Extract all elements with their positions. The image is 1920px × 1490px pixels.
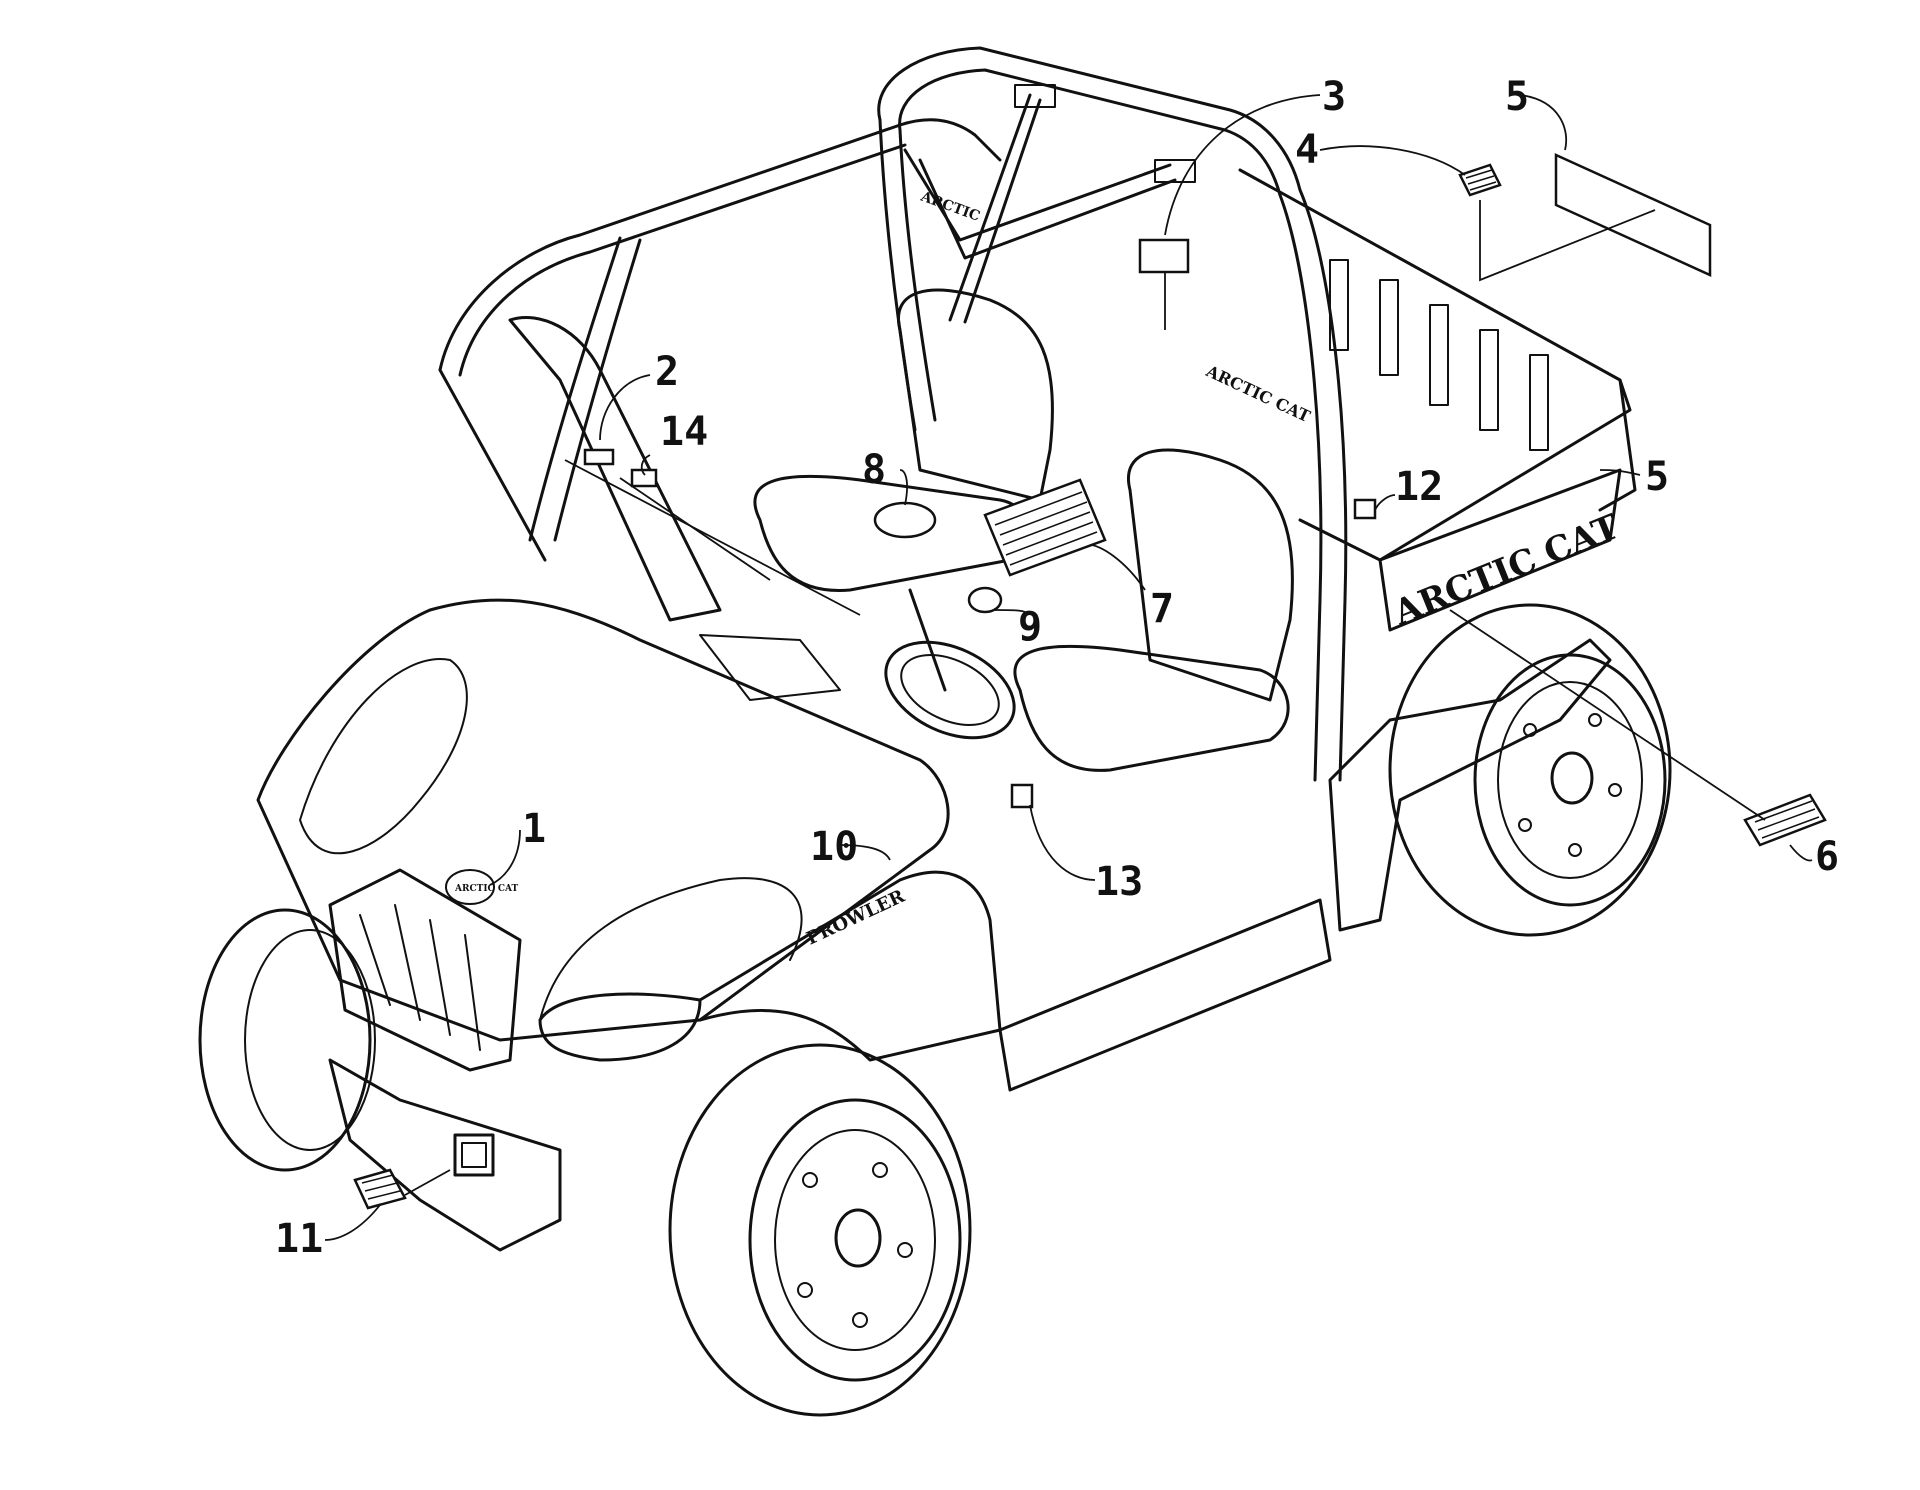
model-name-text: PROWLER (803, 885, 909, 949)
callout-3: 3 (1322, 74, 1346, 120)
steering-wheel (884, 588, 1016, 740)
console-warning-label (983, 478, 1107, 577)
callout-numbers: 1 2 3 4 5 5 6 7 8 9 10 11 12 13 14 (275, 74, 1839, 1262)
svg-text:ARCTIC CAT: ARCTIC CAT (454, 884, 518, 894)
decal-3 (1138, 238, 1190, 274)
callout-8: 8 (862, 447, 886, 493)
bed-brand-text: ARCTIC CAT (1387, 507, 1624, 634)
front-grille (328, 868, 522, 1072)
decal-9 (967, 586, 1003, 614)
hood (256, 598, 950, 1042)
rear-side-panel (1378, 468, 1622, 632)
decal-5-large (1554, 153, 1712, 277)
seat-brand-text: ARCTIC CAT (1202, 361, 1313, 426)
decal-13 (1010, 783, 1034, 809)
callout-14: 14 (660, 409, 708, 455)
callout-7: 7 (1150, 586, 1174, 632)
dashboard (508, 315, 722, 622)
callout-4: 4 (1295, 127, 1319, 173)
decal-4 (1458, 163, 1502, 197)
leader-lines (324, 94, 1813, 1241)
cargo-bed (1238, 168, 1632, 562)
rear-fender (1328, 638, 1612, 932)
callout-12: 12 (1395, 464, 1443, 510)
bed-slots (1329, 259, 1549, 451)
decal-2 (583, 448, 615, 466)
wheel-front-left (198, 908, 376, 1172)
wheel-rear-right (1388, 603, 1672, 937)
decal-items (353, 153, 1827, 1210)
callout-13: 13 (1095, 859, 1143, 905)
wheel-front-right (668, 1043, 972, 1417)
roll-cage-rear-hoop (877, 46, 1302, 192)
roll-cage-x-brace (903, 93, 1177, 324)
roll-cage-front-hoop (438, 118, 1002, 372)
front-fender (698, 870, 1002, 1062)
decal-6 (1743, 793, 1827, 847)
callout-5-top: 5 (1505, 74, 1529, 120)
callout-1: 1 (522, 806, 546, 852)
utility-vehicle-drawing: ARCTIC ARCTIC CAT ARCTIC CAT (198, 46, 1672, 1417)
callout-10: 10 (810, 824, 858, 870)
callout-2: 2 (655, 349, 679, 395)
callout-9: 9 (1018, 604, 1042, 650)
headlight (538, 992, 702, 1062)
decal-12 (1353, 498, 1377, 520)
front-bumper (328, 1058, 562, 1252)
callout-5-side: 5 (1645, 454, 1669, 500)
side-rocker (998, 898, 1332, 1092)
rollbar-brand-text: ARCTIC (918, 188, 982, 224)
decal-8 (873, 501, 937, 539)
callout-11: 11 (275, 1216, 323, 1262)
callout-6: 6 (1815, 834, 1839, 880)
decal-14 (630, 468, 658, 488)
seat-right (1013, 448, 1294, 772)
decal-11 (353, 1168, 407, 1210)
